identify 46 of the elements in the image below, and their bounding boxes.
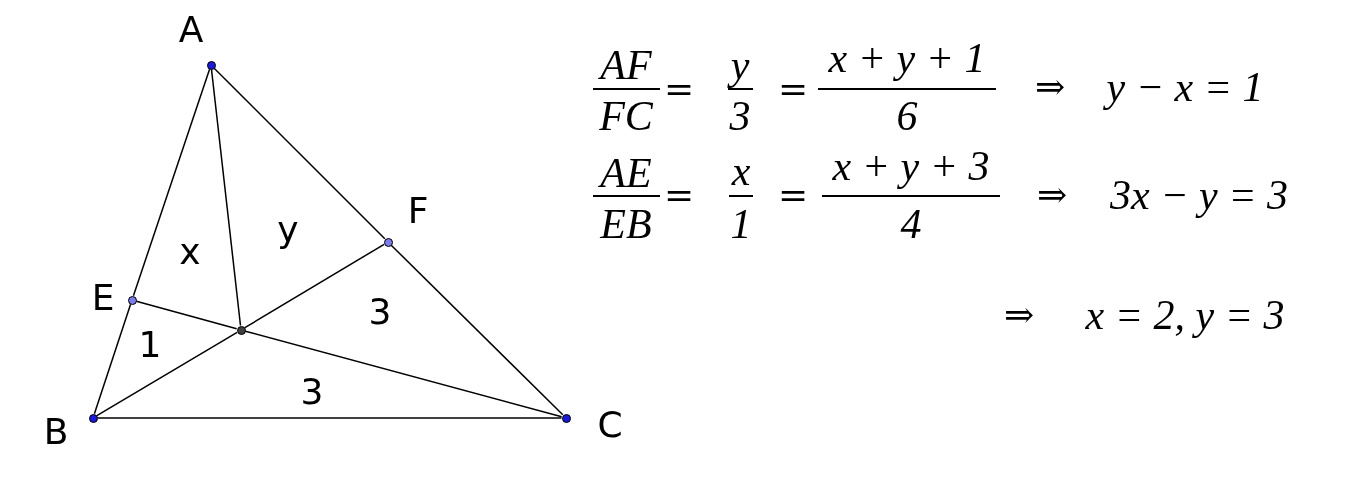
equals-sign: =: [777, 177, 809, 213]
point-label: C: [597, 407, 623, 443]
line-segment: [390, 244, 564, 416]
implies-sign: ⇒: [1003, 297, 1035, 333]
numerator: AF: [600, 44, 652, 86]
denominator: 1: [730, 203, 752, 245]
denominator: EB: [600, 203, 652, 245]
implies-sign: ⇒: [1034, 69, 1066, 105]
line-segment: [96, 417, 563, 419]
region-label: 3: [368, 294, 392, 330]
equals-sign: =: [663, 177, 695, 213]
point-label: E: [91, 280, 115, 316]
line-segment: [132, 68, 211, 297]
point-label: A: [178, 12, 204, 48]
equation-text: x = 2, y = 3: [1085, 294, 1285, 336]
line-segment: [210, 68, 242, 327]
point-marker: [127, 295, 137, 305]
numerator: x + y + 3: [832, 145, 990, 187]
denominator: FC: [599, 95, 653, 137]
region-label: 3: [300, 374, 324, 410]
equals-sign: =: [663, 71, 695, 107]
line-segment: [213, 67, 386, 240]
region-label: y: [277, 212, 299, 248]
numerator: AE: [600, 152, 652, 194]
point-marker: [383, 237, 393, 247]
region-label: x: [179, 234, 201, 270]
denominator: 6: [896, 95, 918, 137]
equation-text: 3x − y = 3: [1110, 174, 1288, 216]
point-label: F: [407, 193, 429, 229]
line-segment: [93, 303, 132, 415]
point-marker: [206, 60, 216, 70]
line-segment: [244, 243, 385, 329]
numerator: x + y + 1: [828, 37, 986, 79]
line-segment: [244, 330, 563, 418]
denominator: 3: [729, 95, 751, 137]
point-label: B: [43, 414, 69, 450]
point-marker: [236, 325, 246, 335]
numerator: x: [731, 150, 751, 192]
point-marker: [561, 413, 571, 423]
line-segment: [135, 300, 238, 330]
denominator: 4: [900, 203, 922, 245]
point-marker: [88, 413, 98, 423]
equals-sign: =: [777, 71, 809, 107]
line-segment: [96, 331, 238, 417]
implies-sign: ⇒: [1036, 177, 1068, 213]
region-label: 1: [138, 327, 162, 363]
